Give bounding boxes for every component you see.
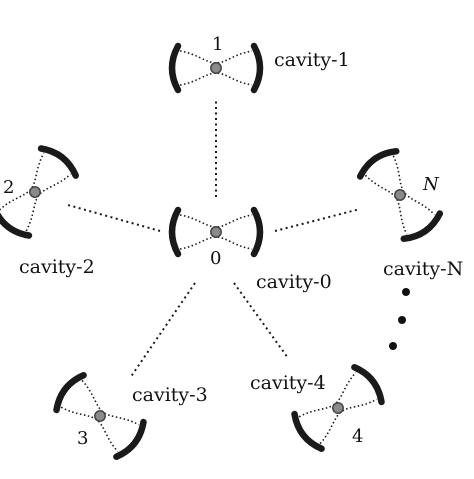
cavity-4-index: 4 <box>352 426 363 447</box>
ellipsis-dot-2 <box>398 316 406 324</box>
cavity-3-index: 3 <box>77 428 88 449</box>
cavity-2-index: 2 <box>3 177 14 198</box>
connection-0-2 <box>67 204 161 232</box>
connection-lines <box>67 100 361 379</box>
ellipsis-dot-1 <box>402 288 410 296</box>
cavity-0-name: cavity-0 <box>256 271 332 293</box>
cavity-1-index: 1 <box>212 34 223 55</box>
cavity-0-index: 0 <box>210 248 221 269</box>
cavity-2-name: cavity-2 <box>19 256 95 278</box>
connection-0-N <box>274 208 361 232</box>
continuation-dots <box>389 288 410 350</box>
cavity-N-device <box>357 146 444 243</box>
cavity-4-name: cavity-4 <box>250 372 326 394</box>
connection-0-3 <box>129 282 196 379</box>
connection-0-4 <box>233 282 289 359</box>
cavity-N-index: N <box>422 174 440 195</box>
ellipsis-dot-3 <box>389 342 397 350</box>
cavity-N-name: cavity-N <box>383 258 463 280</box>
cavity-3-name: cavity-3 <box>132 384 208 406</box>
cavity-1-name: cavity-1 <box>274 49 350 71</box>
